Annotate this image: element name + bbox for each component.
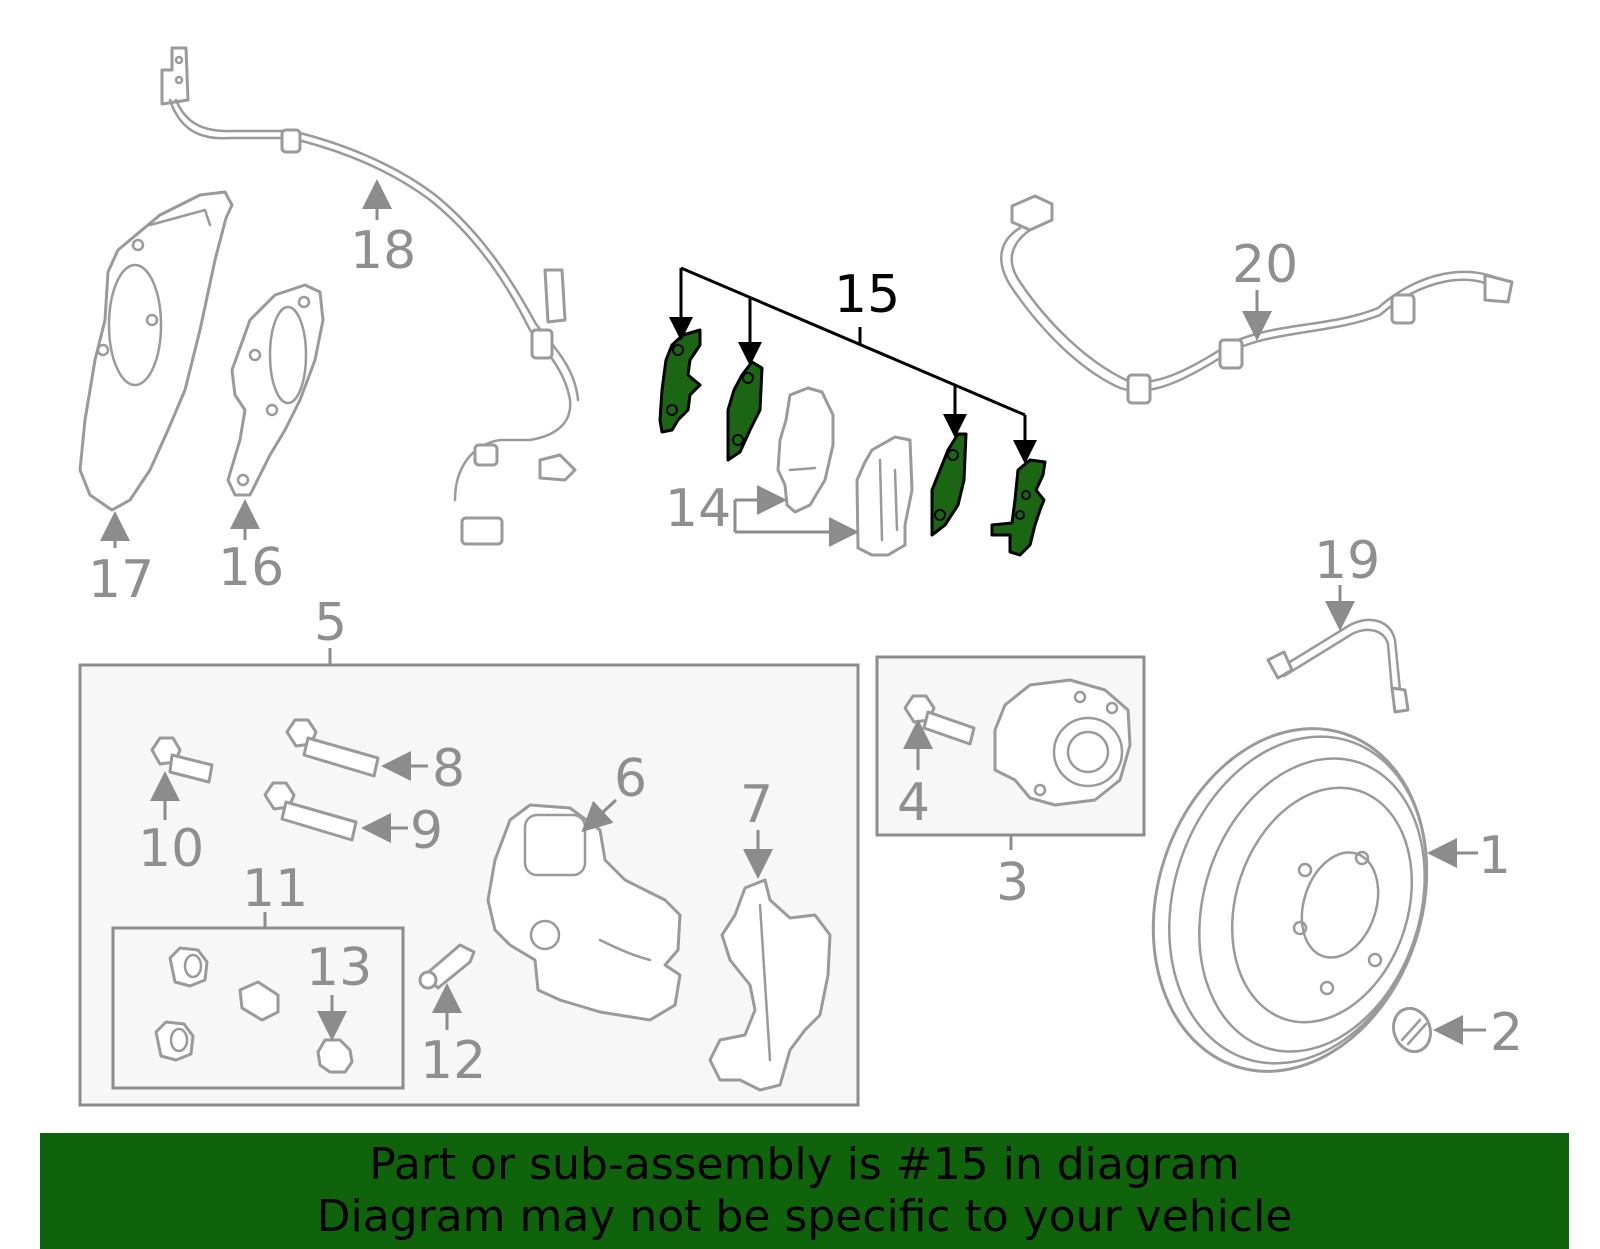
part-3-hub-bearing [993,678,1132,807]
callout-19: 19 [1314,531,1380,591]
callout-16: 16 [218,538,284,598]
info-banner: Part or sub-assembly is #15 in diagram D… [40,1133,1569,1249]
part-2-rotor-screw [1391,1006,1433,1054]
banner-line-2: Diagram may not be specific to your vehi… [316,1191,1293,1242]
callout-11: 11 [242,859,308,919]
part-9-guide-pin [263,781,358,842]
callout-10: 10 [138,819,204,879]
part-17-dust-shield [78,190,234,512]
part-1-brake-rotor [1151,727,1429,1073]
leader-14 [733,485,859,547]
part-16-backing-plate [226,283,325,497]
callout-4: 4 [897,773,930,833]
callout-8: 8 [432,739,465,799]
callout-20: 20 [1232,235,1298,295]
leader-15 [669,266,1037,464]
callout-15: 15 [834,265,900,325]
banner-line-1: Part or sub-assembly is #15 in diagram [369,1139,1240,1190]
part-13-cap [316,1038,354,1074]
part-10-bolt [150,736,214,784]
callout-14: 14 [665,479,731,539]
part-14-brake-pads [776,386,914,557]
leader-6 [581,798,618,833]
part-7-caliper-bracket [708,878,832,1092]
part-19-brake-hose [1266,618,1410,714]
part-11-boot-kit [154,946,280,1062]
part-20-rear-sensor-harness [1000,194,1514,405]
callout-12: 12 [420,1031,486,1091]
callout-13: 13 [306,938,372,998]
callout-9: 9 [410,801,443,861]
callout-1: 1 [1478,826,1511,886]
callout-18: 18 [350,221,416,281]
callout-5: 5 [314,593,347,653]
callout-2: 2 [1490,1003,1523,1063]
callout-6: 6 [614,749,647,809]
part-6-caliper [486,803,682,1022]
part-15-pad-shims [658,328,1047,557]
callout-7: 7 [740,775,773,835]
part-8-guide-pin [285,718,380,778]
callout-3: 3 [996,853,1029,913]
callout-17: 17 [88,550,154,610]
part-18-front-sensor-harness [160,46,580,546]
